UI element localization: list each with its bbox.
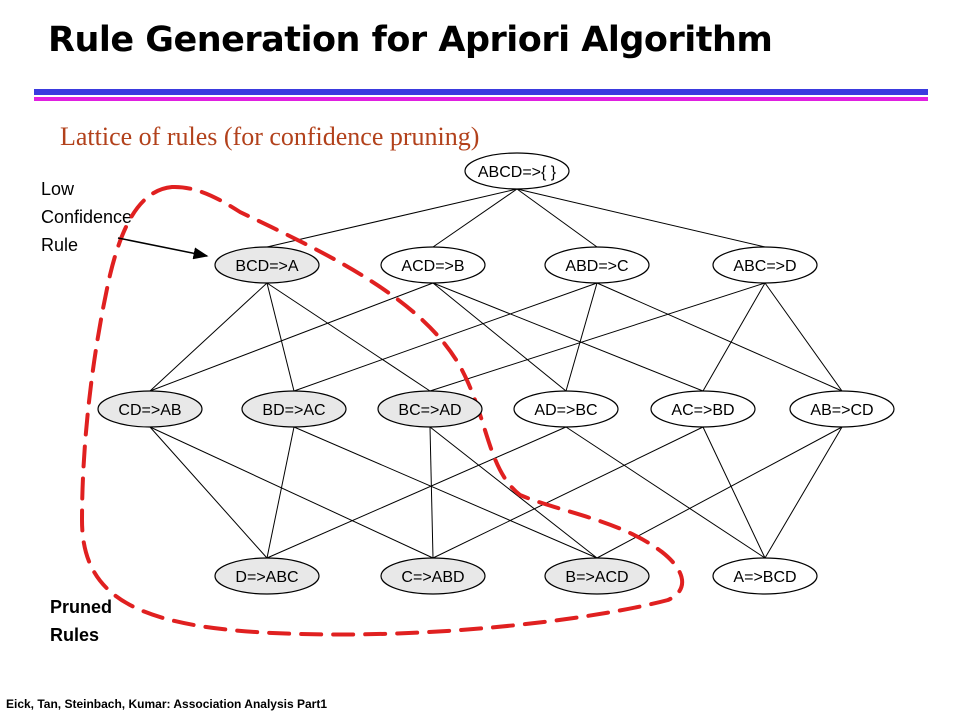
rule-node-acd: ACD=>B [380,246,486,284]
rule-node-bcd: BCD=>A [214,246,320,284]
rule-node-ellipse [712,246,818,284]
rule-node-d: D=>ABC [214,557,320,595]
edge-abd-bd [293,282,598,392]
rule-node-label: AB=>CD [810,402,873,419]
rule-node-ellipse [464,152,570,190]
footer-credit: Eick, Tan, Steinbach, Kumar: Association… [6,697,327,711]
pruned-line-1: Pruned [50,597,113,617]
rule-node-label: A=>BCD [733,569,796,586]
diagram-subtitle: Lattice of rules (for confidence pruning… [60,122,480,151]
edge-abd-ab [596,282,843,392]
pruned-boundary-dashed-curve [79,184,685,637]
rule-node-abcd: ABCD=>{ } [464,152,570,190]
pruned-line-2: Rules [50,625,100,645]
lattice-edges [149,188,843,559]
rule-node-ellipse [377,390,483,428]
edge-ac-a [702,426,766,559]
rule-node-ellipse [214,246,320,284]
rule-node-label: CD=>AB [118,402,181,419]
rule-node-label: BC=>AD [398,402,461,419]
lattice-nodes: ABCD=>{ } BCD=>A ACD=>B ABD=>C ABC=>D CD=>AB B… [97,152,895,595]
rule-node-a: A=>BCD [712,557,818,595]
rule-node-label: ABD=>C [565,258,628,275]
title-underline-blue [34,89,928,95]
rule-node-label: BD=>AC [262,402,325,419]
rule-node-label: AC=>BD [671,402,734,419]
rule-node-ellipse [650,390,756,428]
rule-node-bc: BC=>AD [377,390,483,428]
edge-abc-bc [429,282,766,392]
rule-node-ellipse [789,390,895,428]
callout-line-1: Low [41,179,75,199]
rule-node-abc: ABC=>D [712,246,818,284]
rule-node-ellipse [380,557,486,595]
edge-bcd-cd [149,282,268,392]
rule-node-ab: AB=>CD [789,390,895,428]
rule-node-ellipse [241,390,347,428]
edge-acd-ad [432,282,567,392]
callout-line-3: Rule [41,235,79,255]
title-underline-magenta [34,97,928,101]
edge-abcd-abc [516,188,766,248]
rule-node-ellipse [544,557,650,595]
rule-node-cd: CD=>AB [97,390,203,428]
edge-bc-b [429,426,598,559]
rule-node-label: BCD=>A [235,258,298,275]
edge-ad-a [565,426,766,559]
edge-abcd-acd [432,188,518,248]
rule-node-label: C=>ABD [401,569,464,586]
rule-node-abd: ABD=>C [544,246,650,284]
slide-title: Rule Generation for Apriori Algorithm [48,20,773,60]
rule-node-ellipse [544,246,650,284]
edge-abc-ab [764,282,843,392]
pruned-rules-label: Pruned Rules [50,593,112,649]
edge-acd-cd [149,282,434,392]
rule-node-ellipse [380,246,486,284]
edge-ac-c [432,426,704,559]
rule-node-b: B=>ACD [544,557,650,595]
rule-node-label: ACD=>B [401,258,464,275]
rule-node-ad: AD=>BC [513,390,619,428]
rule-node-ellipse [712,557,818,595]
edge-bcd-bc [266,282,431,392]
edge-abd-ad [565,282,598,392]
edge-cd-d [149,426,268,559]
callout-line-2: Confidence [41,207,133,227]
edge-abcd-bcd [266,188,518,248]
edge-ab-b [596,426,843,559]
edge-bd-b [293,426,598,559]
edge-acd-ac [432,282,704,392]
rule-node-label: ABC=>D [733,258,796,275]
rule-node-label: AD=>BC [534,402,597,419]
edge-ab-a [764,426,843,559]
rule-node-ellipse [97,390,203,428]
rule-node-c: C=>ABD [380,557,486,595]
edge-ad-d [266,426,567,559]
edge-abc-ac [702,282,766,392]
rule-node-ac: AC=>BD [650,390,756,428]
edge-cd-c [149,426,434,559]
rule-node-label: ABCD=>{ } [478,164,557,181]
edge-bc-c [429,426,434,559]
rule-node-label: B=>ACD [565,569,628,586]
low-confidence-callout: Low Confidence Rule [41,175,132,259]
callout-arrow [117,237,209,260]
edge-abcd-abd [516,188,598,248]
rule-node-label: D=>ABC [235,569,298,586]
rule-node-bd: BD=>AC [241,390,347,428]
rule-node-ellipse [214,557,320,595]
edge-bcd-bd [266,282,295,392]
edge-bd-d [266,426,295,559]
rule-node-ellipse [513,390,619,428]
